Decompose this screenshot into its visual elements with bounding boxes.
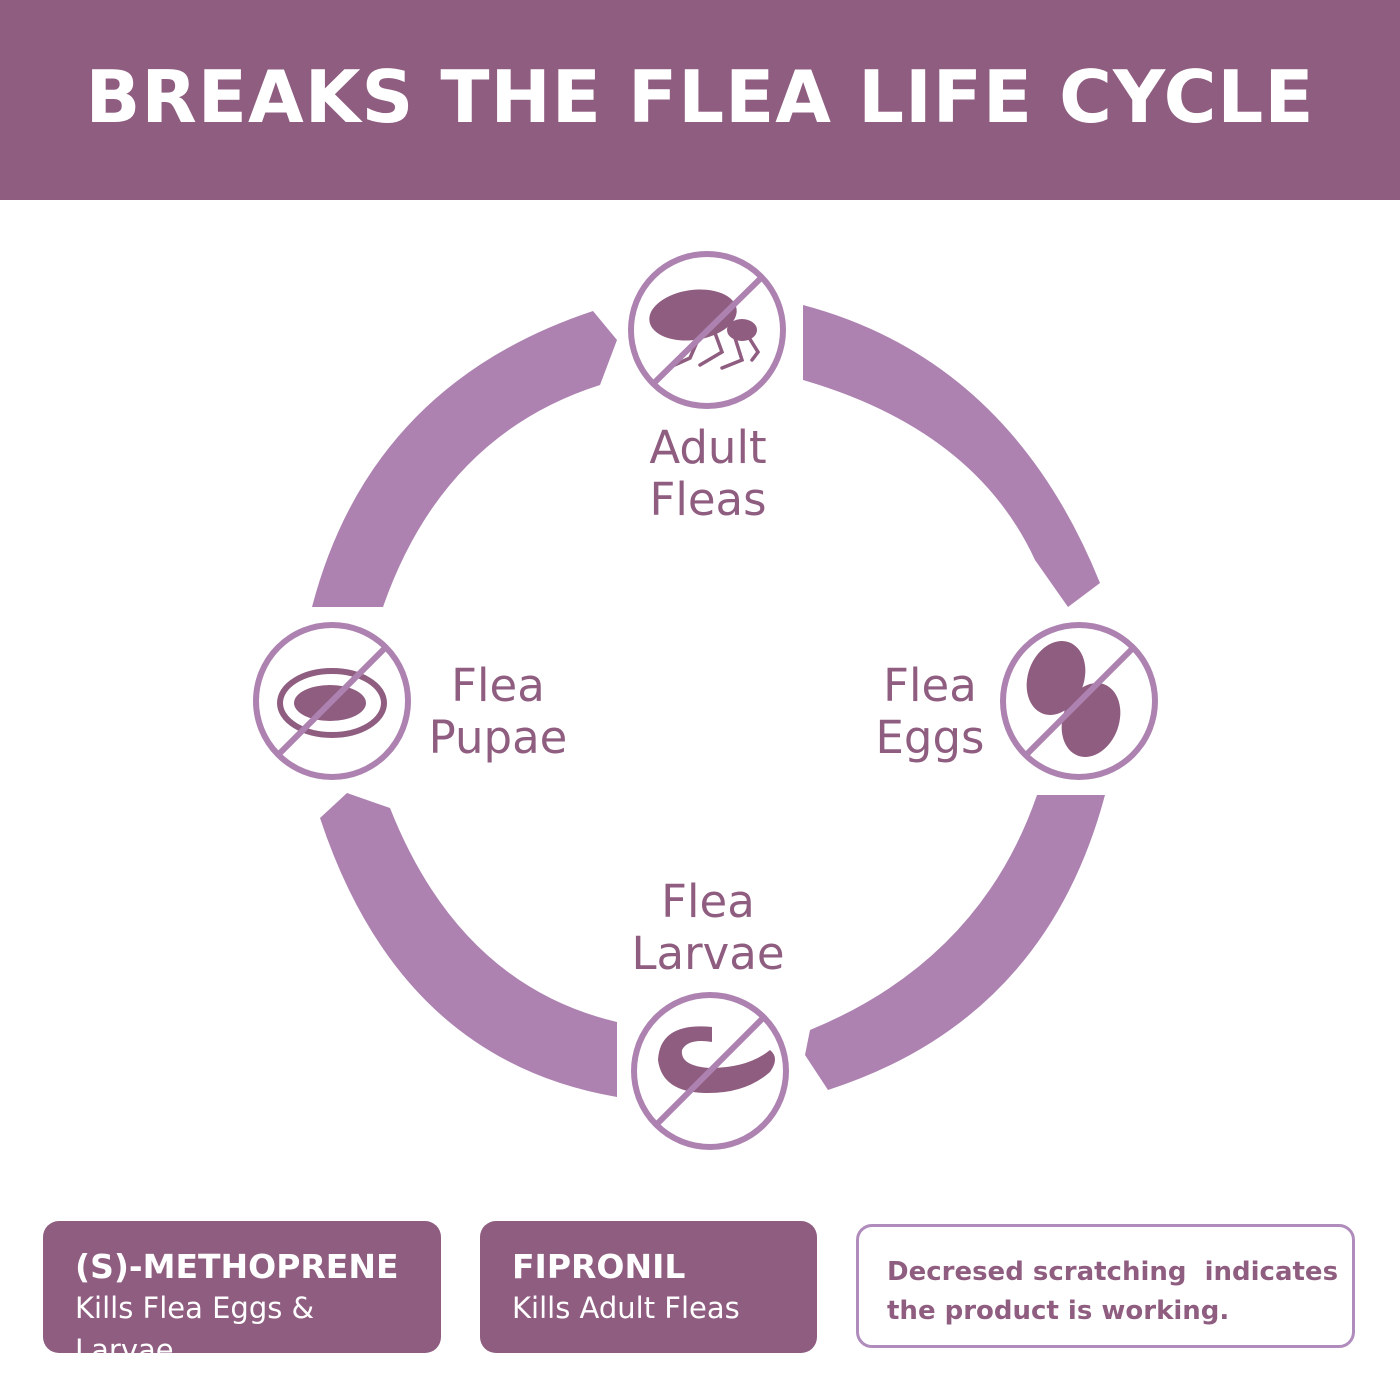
methoprene-box: (S)-METHOPRENE Kills Flea Eggs & Larvae <box>43 1221 441 1367</box>
cycle-arrow-eggs-to-larvae <box>805 795 1105 1090</box>
stage-label-adult: Adult Fleas <box>649 421 767 526</box>
fipronil-title: FIPRONIL <box>512 1247 686 1286</box>
header-banner: BREAKS THE FLEA LIFE CYCLE <box>0 0 1400 200</box>
fipronil-desc: Kills Adult Fleas <box>512 1291 740 1325</box>
eggs-icon <box>1000 622 1158 780</box>
scratching-note-box: Decresed scratching indicates the produc… <box>856 1224 1355 1348</box>
stage-label-pupae: Flea Pupae <box>428 659 568 764</box>
larva-icon <box>631 992 789 1150</box>
note-line-2: the product is working. <box>887 1296 1230 1326</box>
life-cycle-diagram <box>253 251 1158 1150</box>
fipronil-box: FIPRONIL Kills Adult Fleas <box>480 1221 817 1353</box>
methoprene-title: (S)-METHOPRENE <box>75 1247 399 1286</box>
methoprene-desc: Kills Flea Eggs & Larvae <box>75 1291 315 1367</box>
pupa-icon <box>253 622 411 780</box>
stage-label-eggs: Flea Eggs <box>875 659 985 764</box>
stage-label-larvae: Flea Larvae <box>631 875 785 980</box>
cycle-arrow-adult-to-eggs <box>803 305 1100 607</box>
note-line-1: Decresed scratching indicates <box>887 1257 1339 1287</box>
cycle-arrow-pupae-to-adult <box>312 311 617 607</box>
cycle-arrow-larvae-to-pupae <box>320 793 617 1097</box>
page-title: BREAKS THE FLEA LIFE CYCLE <box>85 55 1315 139</box>
flea-icon <box>628 251 786 409</box>
